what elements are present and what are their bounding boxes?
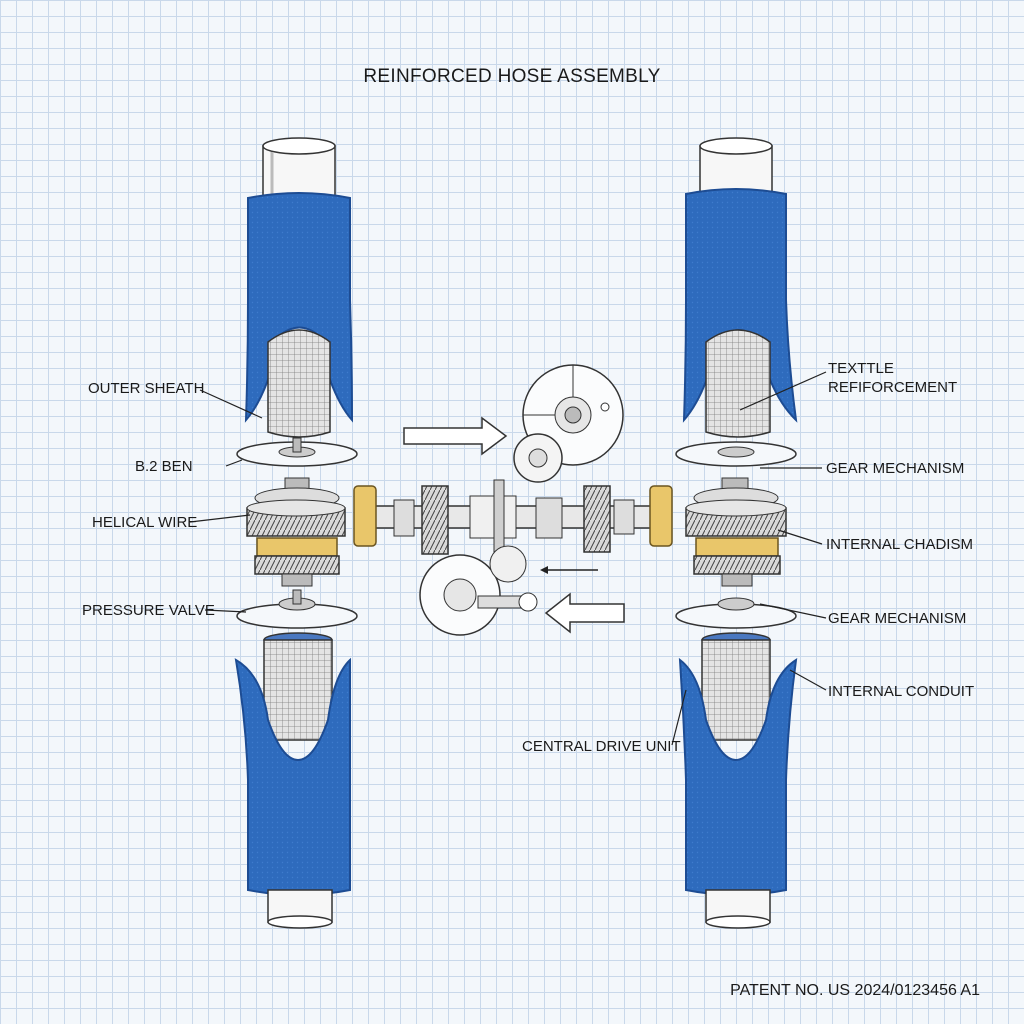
drive-lower-gear [419,545,538,636]
leader-helical-wire [189,514,251,523]
left-bottom-mesh-core [263,632,333,741]
right-bottom-clear-tube [705,889,771,929]
diagram-title: REINFORCED HOSE ASSEMBLY [363,66,661,87]
label-outer-sheath: OUTER SHEATH [88,380,205,397]
label-helical-wire: HELICAL WIRE [92,514,198,531]
leader-gear-bottom [759,603,827,619]
label-gear-mechanism-bottom: GEAR MECHANISM [828,610,967,627]
arrow-left-small [540,566,598,574]
label-textile-reinforcement: TEXTTLE REFIFORCEMENT [828,360,958,396]
right-bottom-disc [675,597,797,629]
leader-outer-sheath [199,389,263,419]
left-top-disc [236,437,358,467]
leader-central-drive [671,689,687,746]
leader-chadism [777,529,823,545]
arrow-left-bottom [544,592,625,634]
drive-small-gear [513,433,563,483]
leader-b2-ben [225,459,243,467]
left-hose-assembly [234,137,358,929]
label-central-drive-unit: CENTRAL DRIVE UNIT [522,738,681,755]
left-bottom-disc [236,589,358,629]
right-hose-assembly [675,137,798,929]
label-internal-conduit: INTERNAL CONDUIT [828,683,975,700]
right-bottom-sheath [678,657,798,896]
leader-conduit [789,669,827,691]
left-bottom-sheath [234,657,351,896]
right-bottom-mesh-core [701,632,771,741]
right-top-mesh-core [705,329,771,438]
left-top-mesh-core [267,329,331,438]
left-gear-stack [246,477,346,587]
right-top-disc [675,441,797,467]
right-gear-stack [685,477,787,587]
label-gear-mechanism-top: GEAR MECHANISM [826,460,965,477]
arrow-right-top [403,416,508,456]
leader-pressure-valve [204,609,247,613]
central-drive-shaft [353,479,673,561]
label-pressure-valve: PRESSURE VALVE [82,602,215,619]
leader-textile [739,371,827,411]
left-bottom-clear-tube [267,889,333,929]
label-b2-ben: B.2 BEN [135,458,193,475]
patent-number: PATENT NO. US 2024/0123456 A1 [730,982,980,999]
label-internal-chadism: INTERNAL CHADISM [826,536,973,553]
